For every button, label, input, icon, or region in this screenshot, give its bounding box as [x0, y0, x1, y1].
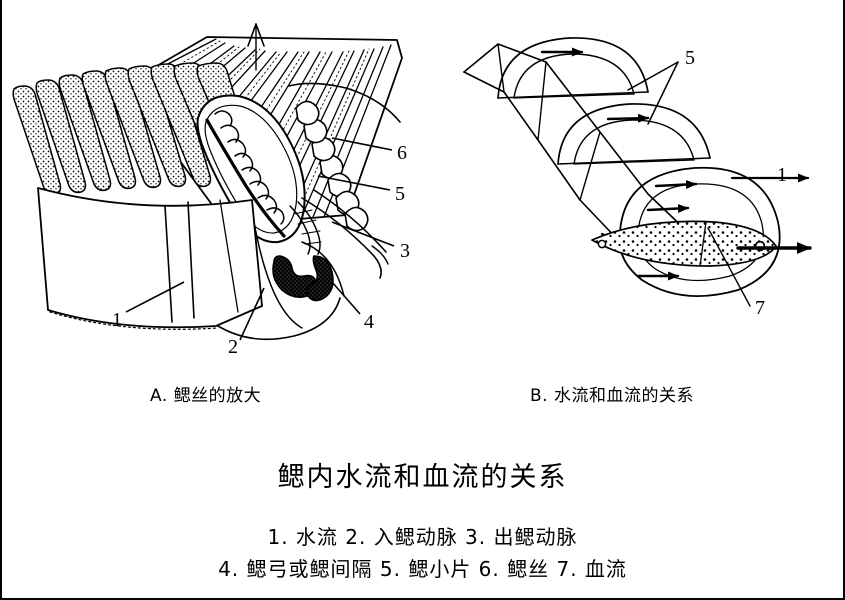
figure-title: 鳃内水流和血流的关系 — [277, 462, 568, 493]
panel-b-caption: B. 水流和血流的关系 — [530, 386, 694, 406]
callout-b-7: 7 — [755, 297, 765, 319]
callout-a-4: 4 — [364, 311, 374, 333]
panel-a-caption: A. 鳃丝的放大 — [150, 386, 262, 406]
callout-a-1: 1 — [112, 309, 122, 331]
callout-a-3: 3 — [400, 240, 410, 262]
callout-a-2: 2 — [228, 336, 238, 358]
legend-row-1: 1. 水流 2. 入鳃动脉 3. 出鳃动脉 — [267, 525, 578, 549]
legend-row-2: 4. 鳃弓或鳃间隔 5. 鳃小片 6. 鳃丝 7. 血流 — [218, 557, 627, 581]
panel-a-leader-lines — [125, 137, 395, 341]
callout-b-5: 5 — [685, 47, 695, 69]
panel-a-illustration — [12, 23, 403, 341]
callout-a-5: 5 — [395, 183, 405, 205]
callout-a-6: 6 — [397, 142, 407, 164]
callout-b-1: 1 — [777, 164, 787, 186]
panel-b-illustration — [463, 37, 812, 307]
